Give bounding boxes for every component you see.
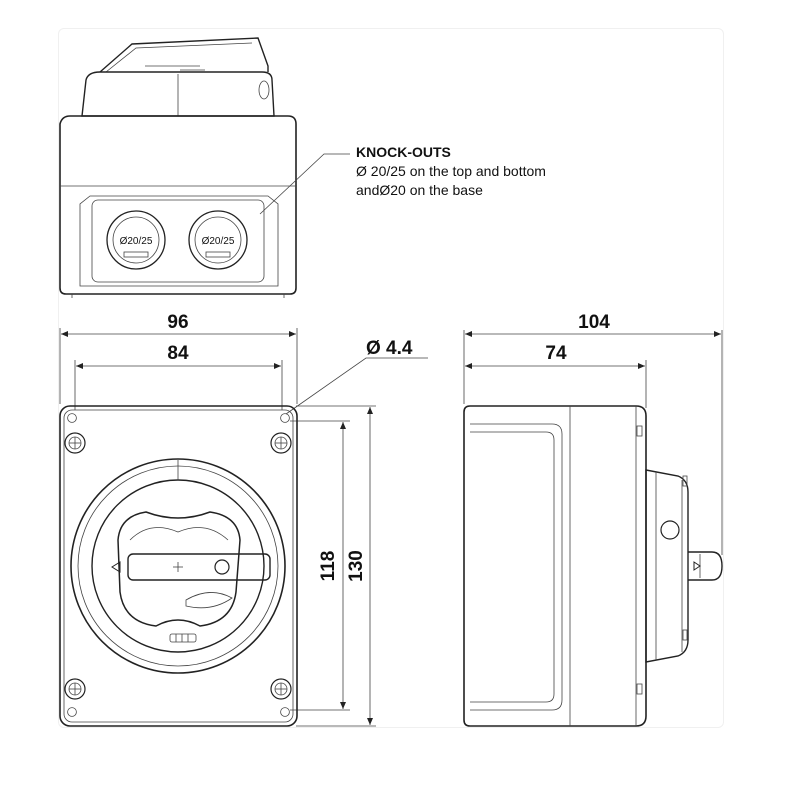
dim-front-inner-width: 84 (167, 343, 189, 364)
front-enclosure (59, 405, 298, 727)
knockout-right: Ø20/25 (188, 210, 248, 270)
corner-hole-br (280, 707, 290, 717)
off-indicator-triangle (111, 561, 121, 573)
dim-side-outer-depth: 104 (578, 312, 610, 333)
knockout-annotation: KNOCK-OUTS Ø 20/25 on the top and bottom… (356, 144, 546, 198)
screw-bl (64, 678, 86, 700)
top-cap (81, 71, 275, 117)
annotation-line-2: andØ20 on the base (356, 182, 483, 198)
dial-knurl (169, 633, 197, 643)
side-dimensions: 104 74 (463, 312, 723, 555)
switch-handle-body (117, 511, 241, 627)
knockout-left: Ø20/25 (106, 210, 166, 270)
top-handle (99, 37, 269, 73)
dim-inner-height: 118 (318, 551, 339, 582)
rotary-dial-outer (70, 458, 286, 674)
knockout-label-left: Ø20/25 (120, 236, 153, 247)
corner-hole-bl (67, 707, 77, 717)
top-view: Ø20/25 Ø20/25 (59, 37, 350, 298)
side-view (463, 405, 723, 727)
padlock-slot (185, 592, 233, 609)
side-knob-body (645, 469, 689, 663)
switch-handle-bar (127, 553, 271, 581)
dim-outer-height: 130 (346, 550, 367, 582)
dim-hole-diameter: Ø 4.4 (366, 338, 413, 359)
front-dimensions: 96 84 Ø 4.4 118 130 (59, 312, 428, 727)
top-body (59, 115, 297, 295)
corner-hole-tr (280, 413, 290, 423)
knockout-leader-line (259, 153, 350, 215)
screw-tl (64, 432, 86, 454)
annotation-line-1: Ø 20/25 on the top and bottom (356, 163, 546, 179)
dim-front-outer-width: 96 (167, 312, 188, 333)
front-view (59, 405, 298, 727)
side-indicator-triangle (693, 561, 701, 571)
hole-leader-line (285, 357, 428, 415)
side-knob-shaft (688, 551, 723, 581)
dim-side-body-depth: 74 (545, 343, 567, 364)
side-knob-hole (660, 520, 680, 540)
handle-lock-hole (214, 559, 230, 575)
drawing-frame (58, 28, 724, 728)
knockout-label-right: Ø20/25 (202, 236, 235, 247)
screw-tr (270, 432, 292, 454)
side-enclosure (463, 405, 647, 727)
corner-hole-tl (67, 413, 77, 423)
screw-br (270, 678, 292, 700)
annotation-title: KNOCK-OUTS (356, 144, 451, 160)
